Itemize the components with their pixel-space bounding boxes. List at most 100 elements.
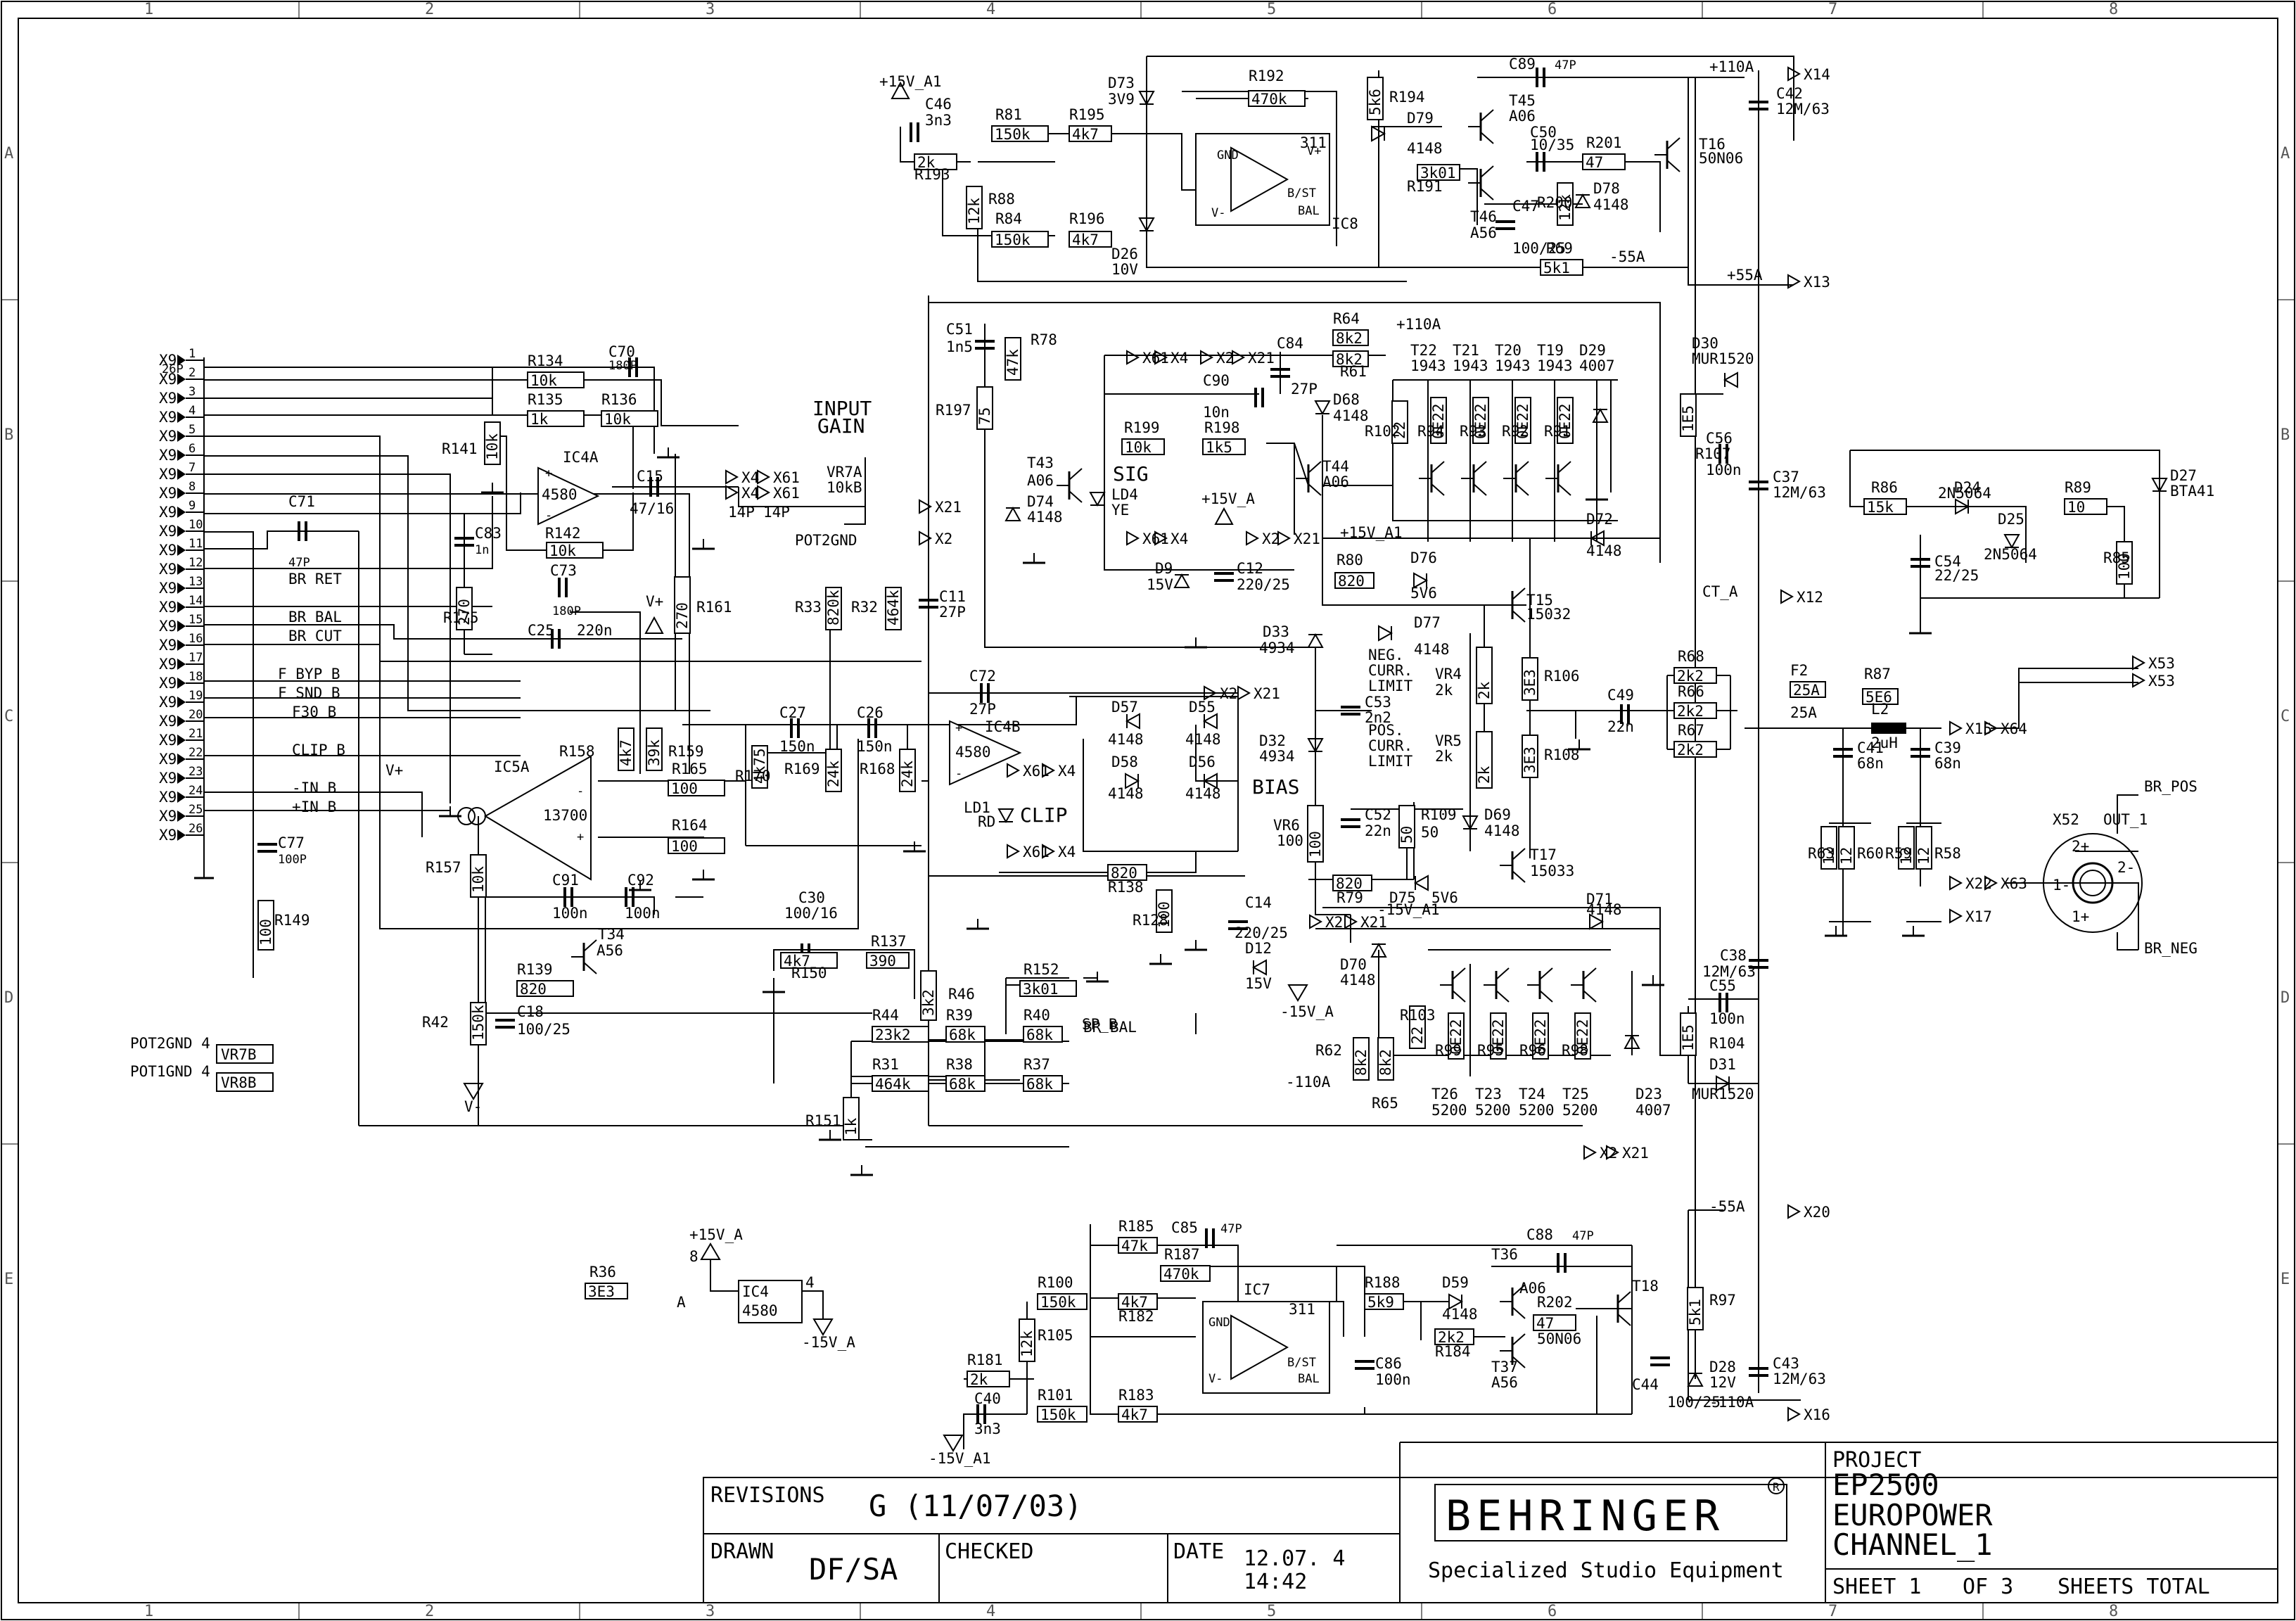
diode-body	[1413, 572, 1429, 589]
resistor-body	[1364, 1293, 1404, 1310]
ref-designator: R195	[1069, 106, 1105, 123]
resistor-body	[2116, 541, 2133, 585]
port-arrow	[919, 499, 933, 514]
ref-designator: C51	[946, 321, 973, 338]
ref-designator: C27	[779, 704, 806, 721]
diode-value: 4148	[1185, 785, 1221, 802]
diode-value: MUR1520	[1692, 350, 1754, 367]
x9-label: X9	[159, 447, 177, 464]
resistor-body	[866, 952, 910, 969]
cap-value: 220/25	[1235, 924, 1288, 941]
x9-pin-number: 21	[189, 727, 203, 741]
ref-designator: R199	[1124, 419, 1160, 436]
diode-body	[1462, 815, 1479, 831]
resistor-body	[843, 1097, 860, 1140]
port-label: X53	[2148, 673, 2175, 689]
vr7a-value: 10kB	[827, 479, 862, 496]
ref-designator: R87	[1864, 666, 1891, 682]
resistor-value: 2k2	[1677, 668, 1704, 685]
port-label: X21	[1248, 350, 1275, 367]
resistor-value: 150k	[995, 231, 1031, 248]
resistor-value: 4k7	[784, 953, 810, 970]
ref-designator: R107	[1695, 445, 1731, 462]
port-label: X13	[1804, 274, 1830, 291]
ref-designator: R202	[1537, 1294, 1573, 1311]
port-arrow	[757, 469, 771, 485]
ref-designator: R89	[2065, 479, 2091, 496]
resistor-value: 1E5	[1680, 1024, 1697, 1051]
resistor-value: 1k5	[1206, 439, 1232, 456]
svg-text:-: -	[955, 767, 962, 781]
grid-row-right: A	[2281, 145, 2290, 163]
resistor-value: 820	[1111, 865, 1137, 882]
resistor-body	[920, 970, 937, 1021]
ref-designator: R61	[1340, 363, 1367, 380]
ref-designator: VR5	[1435, 732, 1462, 749]
x9-signal-label: F BYP B	[278, 666, 340, 682]
rail-p15a1-top: +15V_A1	[879, 73, 942, 90]
resistor-value: 3E3	[1522, 669, 1538, 696]
port-arrow	[1583, 1145, 1597, 1160]
out-pos-pin: 2+	[2072, 838, 2089, 855]
x9-pin-number: 17	[189, 651, 203, 665]
diode-value: 4148	[1333, 407, 1369, 424]
ref-designator: D79	[1407, 110, 1434, 127]
port-arrow	[1787, 1204, 1801, 1219]
ref-designator: C55	[1709, 977, 1736, 994]
ic5a-part: 13700	[543, 807, 587, 824]
port-arrow	[757, 485, 771, 500]
resistor-body	[646, 727, 663, 771]
x9-label: X9	[159, 542, 177, 559]
ref-designator: D23	[1635, 1086, 1662, 1102]
ref-designator: C18	[517, 1003, 544, 1020]
br-neg-label: BR_NEG	[2144, 940, 2198, 957]
resistor-value: 0E22	[1490, 1019, 1507, 1055]
ref-designator: C42	[1776, 85, 1803, 102]
transistor-type: 5200	[1562, 1102, 1598, 1119]
cap-value: 68n	[1934, 755, 1961, 772]
cap-value: 100n	[1375, 1371, 1411, 1388]
diode-value: 4148	[1407, 140, 1443, 157]
cap-value: 150n	[779, 738, 815, 755]
ref-designator: L2	[1871, 701, 1889, 718]
ref-designator: T45	[1509, 92, 1536, 109]
ic4-name: IC4	[742, 1283, 769, 1300]
ref-designator: R84	[995, 210, 1022, 227]
x9-label: X9	[159, 485, 177, 502]
resistor-body	[1862, 688, 1899, 705]
sheet-number: SHEET 1	[1832, 1575, 1921, 1599]
ref-designator: C46	[925, 96, 952, 113]
ref-designator: R165	[672, 761, 708, 777]
port-arrow	[1126, 350, 1140, 365]
transistor-type: A06	[1519, 1280, 1546, 1297]
ref-designator: R63	[1808, 845, 1835, 862]
cap-value: 27P	[939, 604, 966, 621]
resistor-value: 0E22	[1557, 403, 1574, 439]
x9-label: X9	[159, 561, 177, 578]
resistor-value: 23k2	[875, 1026, 911, 1043]
ref-designator: D70	[1340, 956, 1367, 973]
resistor-value: 2k	[1476, 681, 1493, 699]
resistor-value: 22	[1409, 1026, 1426, 1044]
cap-value: 180P	[608, 359, 637, 373]
port-label: X2	[1216, 350, 1234, 367]
grid-col-top: 7	[1828, 1, 1837, 18]
ref-designator: D59	[1442, 1274, 1469, 1291]
port-label: X4	[741, 469, 759, 486]
resistor-value: 8k2	[1336, 351, 1363, 368]
transistor-type: A56	[1470, 224, 1497, 241]
ref-designator: R42	[422, 1014, 449, 1031]
x9-pin-arrow	[177, 754, 186, 765]
ref-designator: R161	[696, 599, 732, 616]
cap-value: 10/35	[1530, 136, 1574, 153]
port-arrow	[1007, 763, 1021, 778]
resistor-value: 47k	[1121, 1238, 1148, 1254]
ref-designator: R60	[1857, 845, 1884, 862]
x9-pin-arrow	[177, 602, 186, 613]
ref-designator: R198	[1204, 419, 1240, 436]
resistor-value: 10k	[470, 866, 487, 893]
resistor-body	[1476, 731, 1493, 789]
resistor-body	[1673, 702, 1717, 719]
grid-row-right: B	[2281, 426, 2290, 444]
resistor-value: 1k	[843, 1117, 860, 1136]
